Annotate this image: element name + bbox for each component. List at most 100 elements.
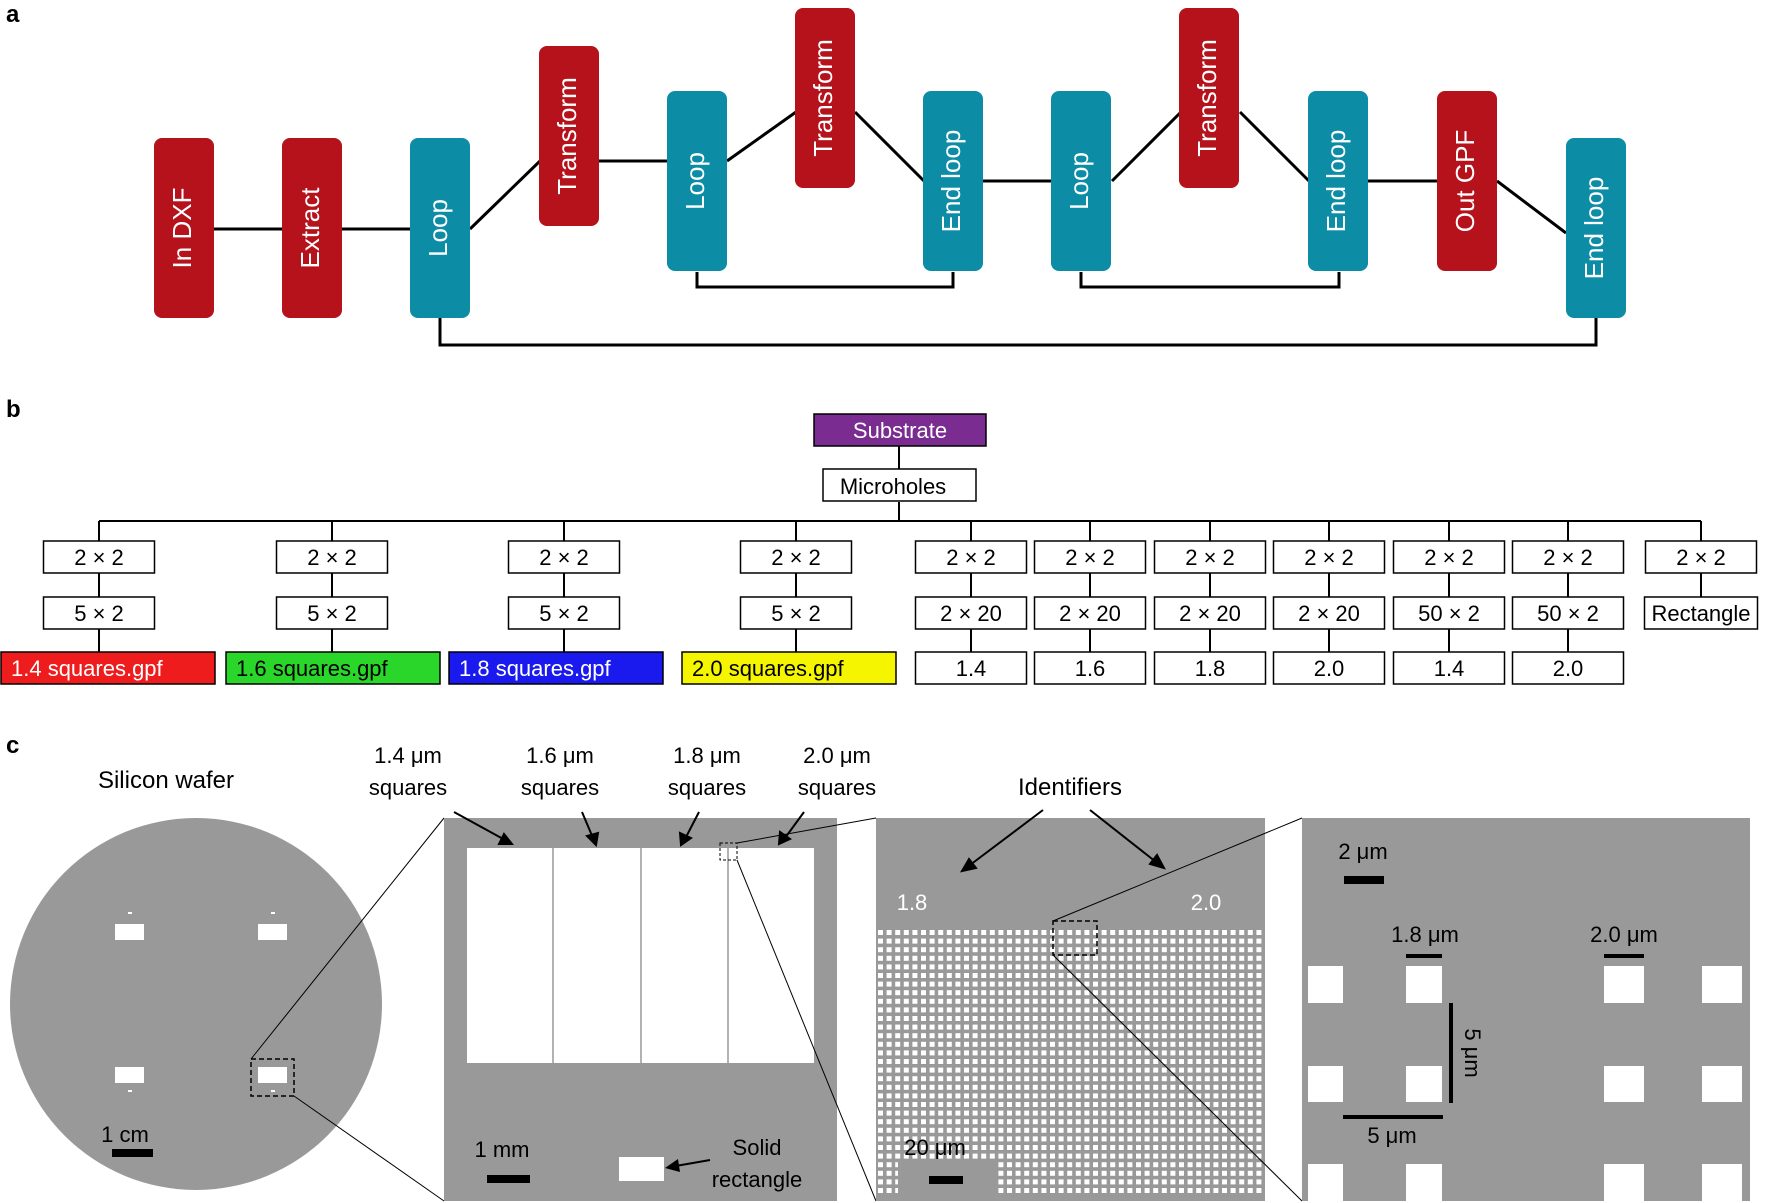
microhole-385 <box>1093 998 1098 1004</box>
microhole-180 <box>878 964 883 970</box>
microhole-508 <box>989 1024 995 1030</box>
microhole-273 <box>903 981 909 987</box>
microhole-780 <box>1007 1076 1012 1082</box>
flow-node-8 <box>1179 8 1239 188</box>
microhole-529 <box>1170 1024 1176 1030</box>
microhole-750 <box>1136 1067 1141 1073</box>
microhole-133 <box>1247 947 1253 953</box>
microhole-1196 <box>1101 1153 1107 1159</box>
microhole-734 <box>998 1067 1004 1073</box>
microhole-791 <box>1101 1076 1107 1082</box>
microhole-1057 <box>1067 1127 1073 1133</box>
array-scale-label: 20 μm <box>904 1135 966 1160</box>
microhole-795 <box>1136 1076 1141 1082</box>
microhole-1194 <box>1084 1153 1090 1159</box>
microhole-1090 <box>964 1136 969 1142</box>
wafer-scale-bar <box>112 1149 153 1157</box>
panel-c-label: c <box>6 732 19 759</box>
microhole-962 <box>1024 1110 1030 1116</box>
microhole-631 <box>886 1050 892 1056</box>
microhole-522 <box>1110 1024 1116 1030</box>
microhole-269 <box>1256 973 1262 978</box>
microhole-951 <box>929 1110 935 1116</box>
microhole-223 <box>1247 964 1253 970</box>
microhole-378 <box>1032 998 1038 1004</box>
microhole-309 <box>1213 981 1219 987</box>
microhole-61 <box>1015 938 1021 944</box>
microhole-449 <box>1256 1007 1262 1013</box>
microhole-379 <box>1041 998 1047 1004</box>
microhole-859 <box>912 1093 918 1099</box>
microhole-398 <box>1204 998 1210 1004</box>
microhole-248 <box>1075 973 1081 978</box>
microhole-696 <box>1058 1059 1064 1064</box>
microhole-252 <box>1110 973 1116 978</box>
solid-rectangle <box>619 1157 664 1181</box>
microhole-612 <box>1110 1041 1116 1047</box>
microhole-659 <box>1127 1050 1133 1056</box>
microhole-396 <box>1187 998 1193 1004</box>
microhole-919 <box>1041 1102 1047 1107</box>
microhole-626 <box>1230 1041 1236 1047</box>
microhole-865 <box>964 1093 969 1099</box>
microhole-463 <box>989 1016 995 1021</box>
microhole-1261 <box>886 1170 892 1176</box>
microhole-118 <box>1118 947 1124 953</box>
microhole-367 <box>938 998 944 1004</box>
microhole-112 <box>1067 947 1073 953</box>
microhole-907 <box>938 1102 944 1107</box>
microhole-1046 <box>972 1127 978 1133</box>
microhole-1106 <box>1101 1136 1107 1142</box>
microhole-492 <box>1239 1016 1245 1021</box>
microhole-466 <box>1015 1016 1021 1021</box>
microhole-9 <box>955 930 961 935</box>
microhole-499 <box>912 1024 918 1030</box>
microhole-934 <box>1170 1102 1176 1107</box>
microhole-134 <box>1256 947 1262 953</box>
microhole-33 <box>1161 930 1167 935</box>
microhole-338 <box>1075 990 1081 996</box>
microhole-393 <box>1161 998 1167 1004</box>
microhole-296 <box>1101 981 1107 987</box>
microhole-1344 <box>1213 1179 1219 1185</box>
microhole-1152 <box>1110 1145 1116 1150</box>
microhole-1257 <box>1239 1162 1245 1168</box>
microhole-1274 <box>998 1170 1004 1176</box>
microhole-255 <box>1136 973 1141 978</box>
microhole-422 <box>1024 1007 1030 1013</box>
microhole-480 <box>1136 1016 1141 1021</box>
microhole-99 <box>955 947 961 953</box>
microhole-70 <box>1093 938 1098 944</box>
microhole-726 <box>929 1067 935 1073</box>
panel-b-connectors <box>99 446 1701 522</box>
microhole-686 <box>972 1059 978 1064</box>
microhole-993 <box>903 1119 909 1125</box>
microhole-1008 <box>1032 1119 1038 1125</box>
microhole-822 <box>981 1084 987 1090</box>
microhole-698 <box>1075 1059 1081 1064</box>
microhole-428 <box>1075 1007 1081 1013</box>
microhole-387 <box>1110 998 1116 1004</box>
microhole-170 <box>1179 955 1184 961</box>
microhole-126 <box>1187 947 1193 953</box>
tree-box-0-2 <box>0 651 216 685</box>
microhole-445 <box>1222 1007 1227 1013</box>
microhole-1102 <box>1067 1136 1073 1142</box>
microhole-844 <box>1170 1084 1176 1090</box>
microhole-638 <box>946 1050 952 1056</box>
microhole-877 <box>1067 1093 1073 1099</box>
zoom-scale-label: 2 μm <box>1338 839 1387 864</box>
microhole-949 <box>912 1110 918 1116</box>
microhole-1034 <box>1256 1119 1262 1125</box>
microhole-18 <box>1032 930 1038 935</box>
microhole-1216 <box>886 1162 892 1168</box>
microhole-332 <box>1024 990 1030 996</box>
microhole-13 <box>989 930 995 935</box>
microhole-75 <box>1136 938 1141 944</box>
microhole-876 <box>1058 1093 1064 1099</box>
microhole-628 <box>1247 1041 1253 1047</box>
microhole-1190 <box>1050 1153 1055 1159</box>
microhole-1151 <box>1101 1145 1107 1150</box>
microhole-632 <box>895 1050 901 1056</box>
sq-label-16a: 1.6 μm <box>526 743 594 768</box>
